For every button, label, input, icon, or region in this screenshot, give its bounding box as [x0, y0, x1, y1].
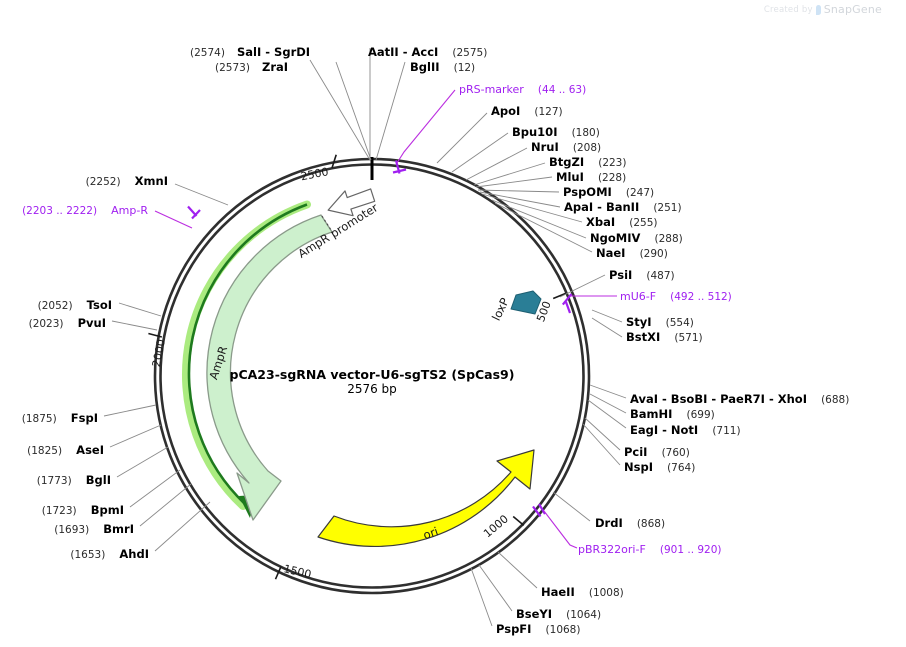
- enzyme-label-psii: PsiI (487): [609, 264, 675, 283]
- enzyme-label-drdi: DrdI (868): [595, 512, 665, 531]
- enzyme-label-ngomiv: NgoMIV (288): [590, 227, 683, 246]
- enzyme-label-pspfi: PspFI (1068): [496, 618, 580, 637]
- enzyme-label-mlui: MluI (228): [556, 166, 626, 185]
- leader-lines: [103, 48, 627, 627]
- enzyme-label-bamhi: BamHI (699): [630, 403, 715, 422]
- enzyme-label-eagi-noti: EagI - NotI (711): [630, 419, 741, 438]
- enzyme-label-xbai: XbaI (255): [586, 211, 657, 230]
- primer-label-amp-r: (2203 .. 2222) Amp-R: [22, 199, 148, 218]
- label-group-right: ApoI (127) Bpu10I (180) NruI (208) BtgZI…: [491, 100, 849, 531]
- enzyme-label-xmni: (2252) XmnI: [86, 170, 168, 189]
- tick-label-1000: 1000: [481, 512, 511, 540]
- enzyme-label-aatii-acci: AatII - AccI (2575): [368, 41, 487, 60]
- enzyme-label-pspomi: PspOMI (247): [563, 181, 654, 200]
- enzyme-label-bpu10i: Bpu10I (180): [512, 121, 600, 140]
- tick-label-2500: 2500: [300, 165, 330, 183]
- enzyme-label-pvui: (2023) PvuI: [29, 312, 106, 331]
- feature-loxp: loxP: [489, 290, 542, 323]
- label-group-primers: pRS-marker (44 .. 63) mU6-F (492 .. 512)…: [22, 78, 732, 557]
- enzyme-label-bseyi: BseYI (1064): [516, 603, 601, 622]
- primer-label-mu6-f: mU6-F (492 .. 512): [620, 285, 732, 304]
- watermark-brand: SnapGene: [823, 3, 882, 16]
- label-group-bottom: HaeII (1008) BseYI (1064) PspFI (1068): [496, 581, 624, 637]
- enzyme-label-apoi: ApoI (127): [491, 100, 563, 119]
- enzyme-label-bpmi: (1723) BpmI: [42, 499, 124, 518]
- enzyme-label-bgli: (1773) BglI: [37, 469, 111, 488]
- label-group-left: (2252) XmnI (2052) TsoI (2023) PvuI (187…: [22, 170, 168, 562]
- enzyme-label-sali-sgrdi: (2574) SalI - SgrDI: [190, 41, 310, 60]
- enzyme-label-nspi: NspI (764): [624, 456, 695, 475]
- plasmid-title: pCA23-sgRNA vector-U6-sgTS2 (SpCas9): [230, 367, 515, 382]
- enzyme-label-fspi: (1875) FspI: [22, 407, 98, 426]
- primer-tick-amp-r: [187, 205, 201, 220]
- tick-label-2000: 2000: [150, 338, 168, 368]
- label-group-top-left: (2574) SalI - SgrDI (2573) ZraI: [190, 41, 310, 75]
- enzyme-label-pcii: PciI (760): [624, 441, 690, 460]
- enzyme-label-bglii: BglII (12): [410, 56, 475, 75]
- enzyme-label-ahdi: (1653) AhdI: [70, 543, 149, 562]
- label-group-top-right: AatII - AccI (2575) BglII (12): [368, 41, 487, 75]
- enzyme-label-zrai: (2573) ZraI: [215, 56, 288, 75]
- feature-label-ori: ori: [421, 524, 440, 542]
- feature-ampr: AmpR: [206, 214, 334, 521]
- enzyme-label-bmri: (1693) BmrI: [54, 518, 134, 537]
- enzyme-label-naei: NaeI (290): [596, 242, 668, 261]
- tick-label-1500: 1500: [282, 562, 312, 581]
- enzyme-label-avai-bsobi-paer7i-xhoi: AvaI - BsoBI - PaeR7I - XhoI (688): [630, 388, 849, 407]
- primer-label-prs-marker: pRS-marker (44 .. 63): [459, 78, 586, 97]
- enzyme-label-btgzi: BtgZI (223): [549, 151, 626, 170]
- enzyme-label-apai-banii: ApaI - BanII (251): [564, 196, 682, 215]
- enzyme-label-nrui: NruI (208): [531, 136, 601, 155]
- enzyme-label-styi: StyI (554): [626, 311, 694, 330]
- enzyme-label-bstxi: BstXI (571): [626, 326, 703, 345]
- plasmid-length: 2576 bp: [347, 382, 397, 396]
- enzyme-label-asei: (1825) AseI: [27, 439, 104, 458]
- feature-label-loxp: loxP: [489, 296, 512, 323]
- feature-ori: ori: [317, 449, 535, 548]
- primer-tick-pbr322ori-f: [532, 503, 546, 518]
- snapgene-logo-icon: [815, 4, 821, 15]
- enzyme-label-haeii: HaeII (1008): [541, 581, 624, 600]
- snapgene-watermark: Created by SnapGene: [764, 3, 882, 16]
- watermark-prefix: Created by: [763, 4, 813, 15]
- enzyme-label-tsoi: (2052) TsoI: [38, 294, 112, 313]
- primer-label-pbr322ori-f: pBR322ori-F (901 .. 920): [578, 538, 722, 557]
